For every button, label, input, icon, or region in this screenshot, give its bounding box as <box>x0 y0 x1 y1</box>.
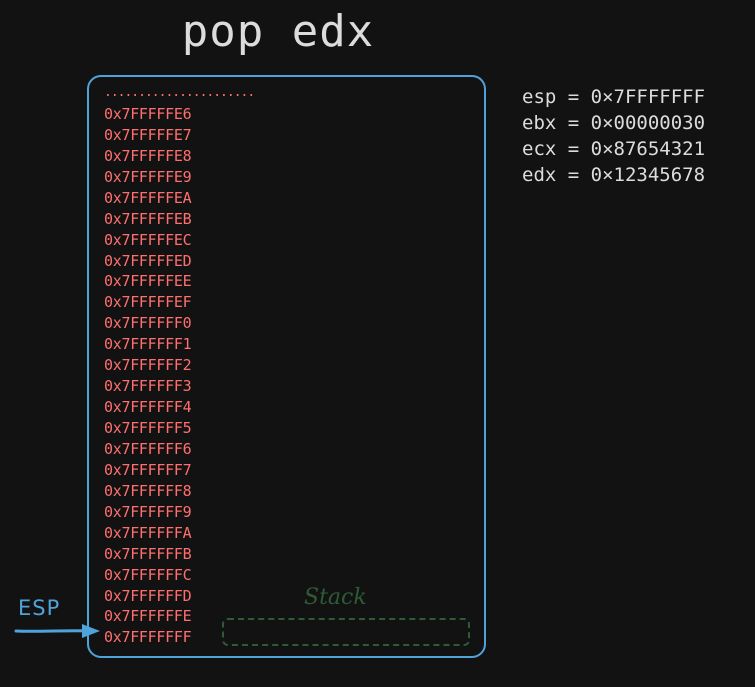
stack-address: 0x7FFFFFFC <box>104 565 192 584</box>
stack-address: 0x7FFFFFEA <box>104 188 192 207</box>
stack-address: 0x7FFFFFF5 <box>104 419 192 437</box>
stack-address: 0x7FFFFFEC <box>104 230 192 249</box>
stack-address: 0x7FFFFFF7 <box>104 460 192 479</box>
stack-address: 0x7FFFFFFE <box>104 607 192 626</box>
stack-address: 0x7FFFFFF3 <box>104 377 192 396</box>
stack-slot <box>222 618 470 646</box>
stack-address: 0x7FFFFFE8 <box>104 146 192 165</box>
register-line: esp = 0×7FFFFFFF <box>522 86 706 108</box>
stack-ellipsis: ...................... <box>104 85 255 100</box>
stack-address: 0x7FFFFFE7 <box>104 125 192 144</box>
diagram-title: pop edx <box>181 6 375 57</box>
stack-address: 0x7FFFFFF1 <box>104 335 192 354</box>
stack-address: 0x7FFFFFFF <box>104 628 192 647</box>
stack-address: 0x7FFFFFE6 <box>104 104 192 123</box>
stack-address: 0x7FFFFFF0 <box>104 314 192 333</box>
esp-pointer-label: ESP <box>18 596 61 620</box>
stack-frame <box>87 75 486 658</box>
stack-address: 0x7FFFFFFD <box>104 586 192 605</box>
register-line: edx = 0×12345678 <box>522 164 706 186</box>
stack-address: 0x7FFFFFF6 <box>104 439 192 458</box>
stack-slot-label: Stack <box>304 585 367 610</box>
stack-address-list: ...................... 0x7FFFFFE6 0x7FFFF… <box>104 83 255 648</box>
stack-address: 0x7FFFFFEE <box>104 272 192 291</box>
stack-address: 0x7FFFFFF2 <box>104 356 192 375</box>
stack-address: 0x7FFFFFED <box>104 251 192 270</box>
stack-address: 0x7FFFFFF8 <box>104 481 192 500</box>
stack-address: 0x7FFFFFEF <box>104 293 192 312</box>
stack-address: 0x7FFFFFFA <box>104 523 192 542</box>
register-line: ecx = 0×87654321 <box>522 138 706 160</box>
stack-address: 0x7FFFFFFB <box>104 544 192 563</box>
stack-address: 0x7FFFFFE9 <box>104 167 192 186</box>
arrow-right-icon <box>14 624 100 638</box>
register-list: esp = 0×7FFFFFFF ebx = 0×00000030 ecx = 0×… <box>522 84 705 188</box>
stack-address: 0x7FFFFFF4 <box>104 398 192 417</box>
stack-address: 0x7FFFFFEB <box>104 209 192 228</box>
register-line: ebx = 0×00000030 <box>522 112 706 134</box>
stack-address: 0x7FFFFFF9 <box>104 502 192 521</box>
